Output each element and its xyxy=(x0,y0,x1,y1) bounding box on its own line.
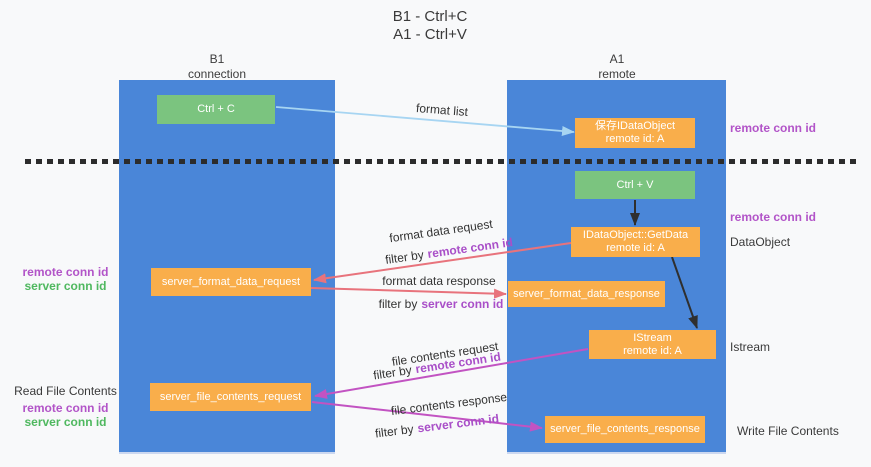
diagram-title: B1 - Ctrl+C A1 - Ctrl+V xyxy=(0,8,860,44)
getdata-line1: IDataObject::GetData xyxy=(582,229,689,241)
lane-a1-name: A1 xyxy=(609,52,625,66)
node-server-file-contents-request: server_file_contents_request xyxy=(150,383,311,411)
label-remote-conn-id-right-mid: remote conn id xyxy=(730,210,817,224)
label-server-conn-id-left-bottom: server conn id xyxy=(24,415,107,429)
label-dataobject: DataObject xyxy=(730,235,791,249)
arrow-format-data-response xyxy=(310,287,507,299)
left-labels-bottom: Read File Contents remote conn id server… xyxy=(8,384,123,429)
node-idataobject-getdata: IDataObject::GetData remote id: A xyxy=(571,227,700,257)
label-write-file-contents: Write File Contents xyxy=(737,424,839,438)
lane-header-b1: B1 connection xyxy=(127,52,307,82)
node-server-format-data-response: server_format_data_response xyxy=(508,281,665,307)
istream-line2: remote id: A xyxy=(623,344,682,357)
label-format-list: format list xyxy=(415,100,469,120)
label-server-conn-id-left-top: server conn id xyxy=(24,279,107,293)
lane-a1-role: remote xyxy=(598,67,636,81)
save-idataobject-line1: 保存IDataObject xyxy=(594,120,676,132)
node-ctrl-v: Ctrl + V xyxy=(575,171,695,199)
label-istream-right: Istream xyxy=(730,340,771,354)
label-remote-conn-id-left-bottom: remote conn id xyxy=(22,401,109,415)
lane-b1-role: connection xyxy=(187,67,247,81)
getdata-line2: remote id: A xyxy=(606,242,665,254)
node-istream: IStream remote id: A xyxy=(589,330,716,359)
server-file-contents-response-label: server_file_contents_response xyxy=(550,423,700,435)
left-conn-id-labels-top: remote conn id server conn id xyxy=(8,265,123,293)
node-save-idataobject: 保存IDataObject remote id: A xyxy=(575,118,695,148)
title-line-1: B1 - Ctrl+C xyxy=(392,8,468,25)
server-format-data-response-label: server_format_data_response xyxy=(513,287,660,300)
server-file-contents-request-label: server_file_contents_request xyxy=(159,390,302,403)
node-server-file-contents-response: server_file_contents_response xyxy=(545,416,705,443)
label-remote-conn-id-right-top: remote conn id xyxy=(730,121,817,135)
label-remote-conn-id-left-top: remote conn id xyxy=(22,265,109,279)
istream-line1: IStream xyxy=(633,331,672,344)
dashed-divider xyxy=(25,159,861,164)
ctrl-v-label: Ctrl + V xyxy=(616,178,654,191)
node-ctrl-c: Ctrl + C xyxy=(157,95,275,124)
label-read-file-contents: Read File Contents xyxy=(14,384,117,398)
label-format-data-response: format data response xyxy=(382,274,496,288)
lane-header-a1: A1 remote xyxy=(527,52,707,82)
node-server-format-data-request: server_format_data_request xyxy=(151,268,311,296)
title-line-2: A1 - Ctrl+V xyxy=(393,26,467,43)
lane-b1-name: B1 xyxy=(209,52,225,66)
ctrl-c-label: Ctrl + C xyxy=(197,103,235,115)
server-format-data-request-label: server_format_data_request xyxy=(161,275,301,288)
save-idataobject-line2: remote id: A xyxy=(605,133,665,145)
